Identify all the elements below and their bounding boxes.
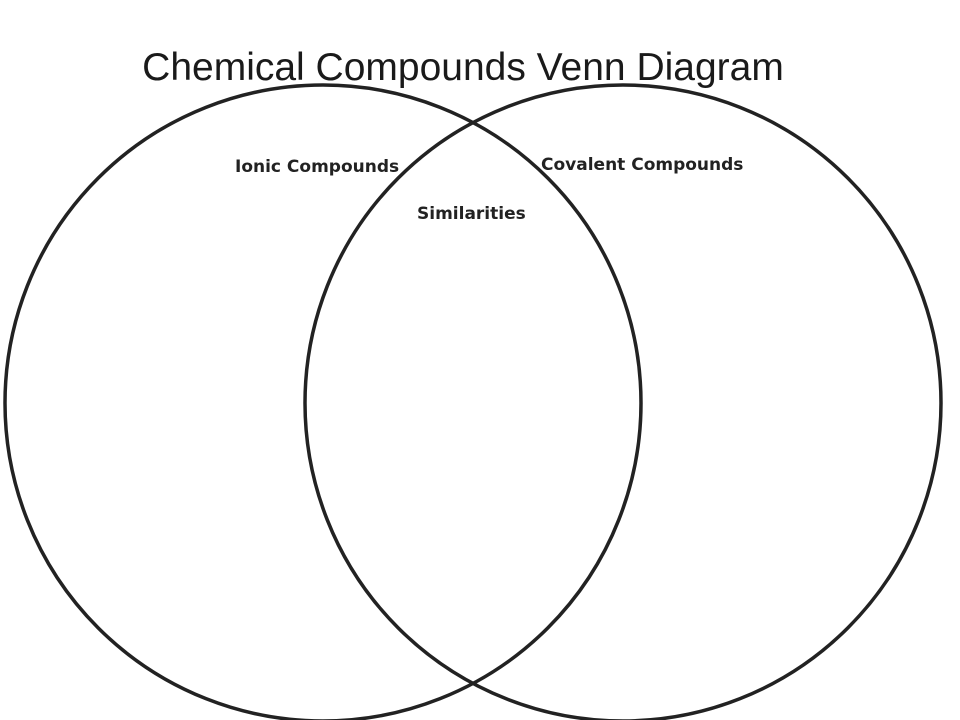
- covalent-compounds-circle: [303, 83, 943, 720]
- covalent-compounds-label: Covalent Compounds: [541, 155, 743, 175]
- diagram-title: Chemical Compounds Venn Diagram: [142, 46, 784, 89]
- ionic-compounds-label: Ionic Compounds: [235, 157, 399, 177]
- ionic-compounds-circle: [3, 83, 643, 720]
- similarities-label: Similarities: [417, 204, 526, 224]
